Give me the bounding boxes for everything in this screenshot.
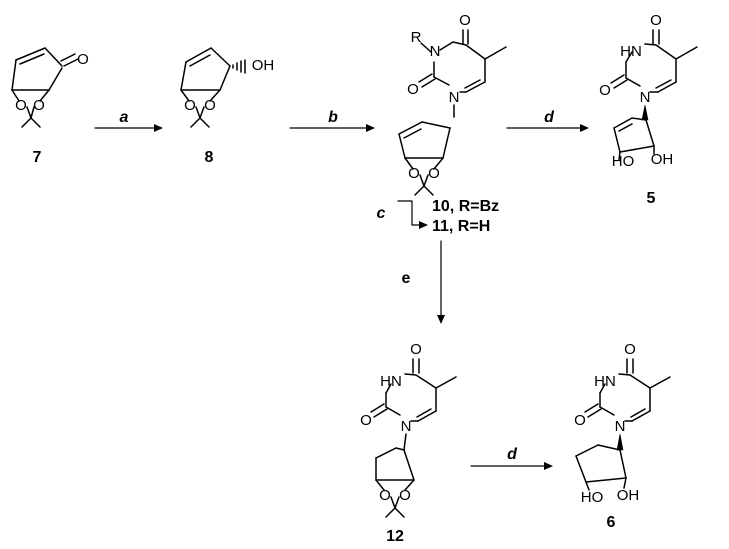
compound-8-structure: OH O O (180, 47, 275, 128)
reagent-c: c (377, 205, 386, 222)
atom-N: N (401, 418, 412, 435)
atom-O: O (399, 487, 411, 504)
atom-O: O (410, 341, 422, 358)
atom-OH: OH (651, 151, 674, 168)
atom-O: O (428, 165, 440, 182)
arrow-head (419, 221, 428, 229)
compound-7-structure: O O O (11, 47, 89, 128)
arrow-head (544, 462, 553, 470)
atom-R: R (411, 29, 422, 46)
atom-O: O (15, 97, 27, 114)
atom-O: O (408, 165, 420, 182)
compound-label-12: 12 (386, 528, 404, 545)
compound-label-10: 10, R=Bz (432, 198, 499, 215)
atom-N: N (449, 89, 460, 106)
atom-N: N (615, 418, 626, 435)
compound-label-8: 8 (205, 149, 214, 166)
atom-O: O (77, 51, 89, 68)
atom-O: O (184, 97, 196, 114)
compound-label-6: 6 (607, 514, 616, 531)
atom-O: O (574, 412, 586, 429)
hashed-bond (232, 59, 246, 74)
arrow-head (437, 315, 445, 324)
compound-5-structure: O HN O N HO OH (599, 12, 698, 170)
arrow-head (154, 124, 163, 132)
compound-label-5: 5 (647, 190, 656, 207)
atom-OH: OH (617, 487, 640, 504)
atom-HN: HN (620, 43, 642, 60)
atom-HN: HN (380, 373, 402, 390)
atom-HN: HN (594, 373, 616, 390)
compound-label-7: 7 (33, 149, 42, 166)
atom-O: O (379, 487, 391, 504)
atom-N: N (430, 43, 441, 60)
atom-HO: HO (612, 153, 635, 170)
atom-O: O (33, 97, 45, 114)
arrow-head (366, 124, 375, 132)
atom-O: O (407, 81, 419, 98)
atom-O: O (360, 412, 372, 429)
reagent-e: e (402, 270, 411, 287)
compound-6-structure: O HN O N HO OH (574, 341, 671, 506)
atom-O: O (204, 97, 216, 114)
atom-HO: HO (581, 489, 604, 506)
reagent-b: b (328, 109, 338, 126)
atom-OH: OH (252, 57, 275, 74)
atom-O: O (459, 12, 471, 29)
reagent-d-bottom: d (507, 446, 518, 463)
compound-10-11-structure: O N R O N O O (398, 12, 507, 196)
compound-12-structure: O HN O N O O (360, 341, 457, 518)
arrow-head (580, 124, 589, 132)
atom-O: O (650, 12, 662, 29)
reaction-arrow-c (397, 200, 421, 226)
compound-label-11: 11, R=H (432, 218, 490, 235)
atom-N: N (640, 89, 651, 106)
atom-O: O (599, 82, 611, 99)
reagent-d-top: d (544, 109, 555, 126)
atom-O: O (624, 341, 636, 358)
reagent-a: a (120, 109, 129, 126)
